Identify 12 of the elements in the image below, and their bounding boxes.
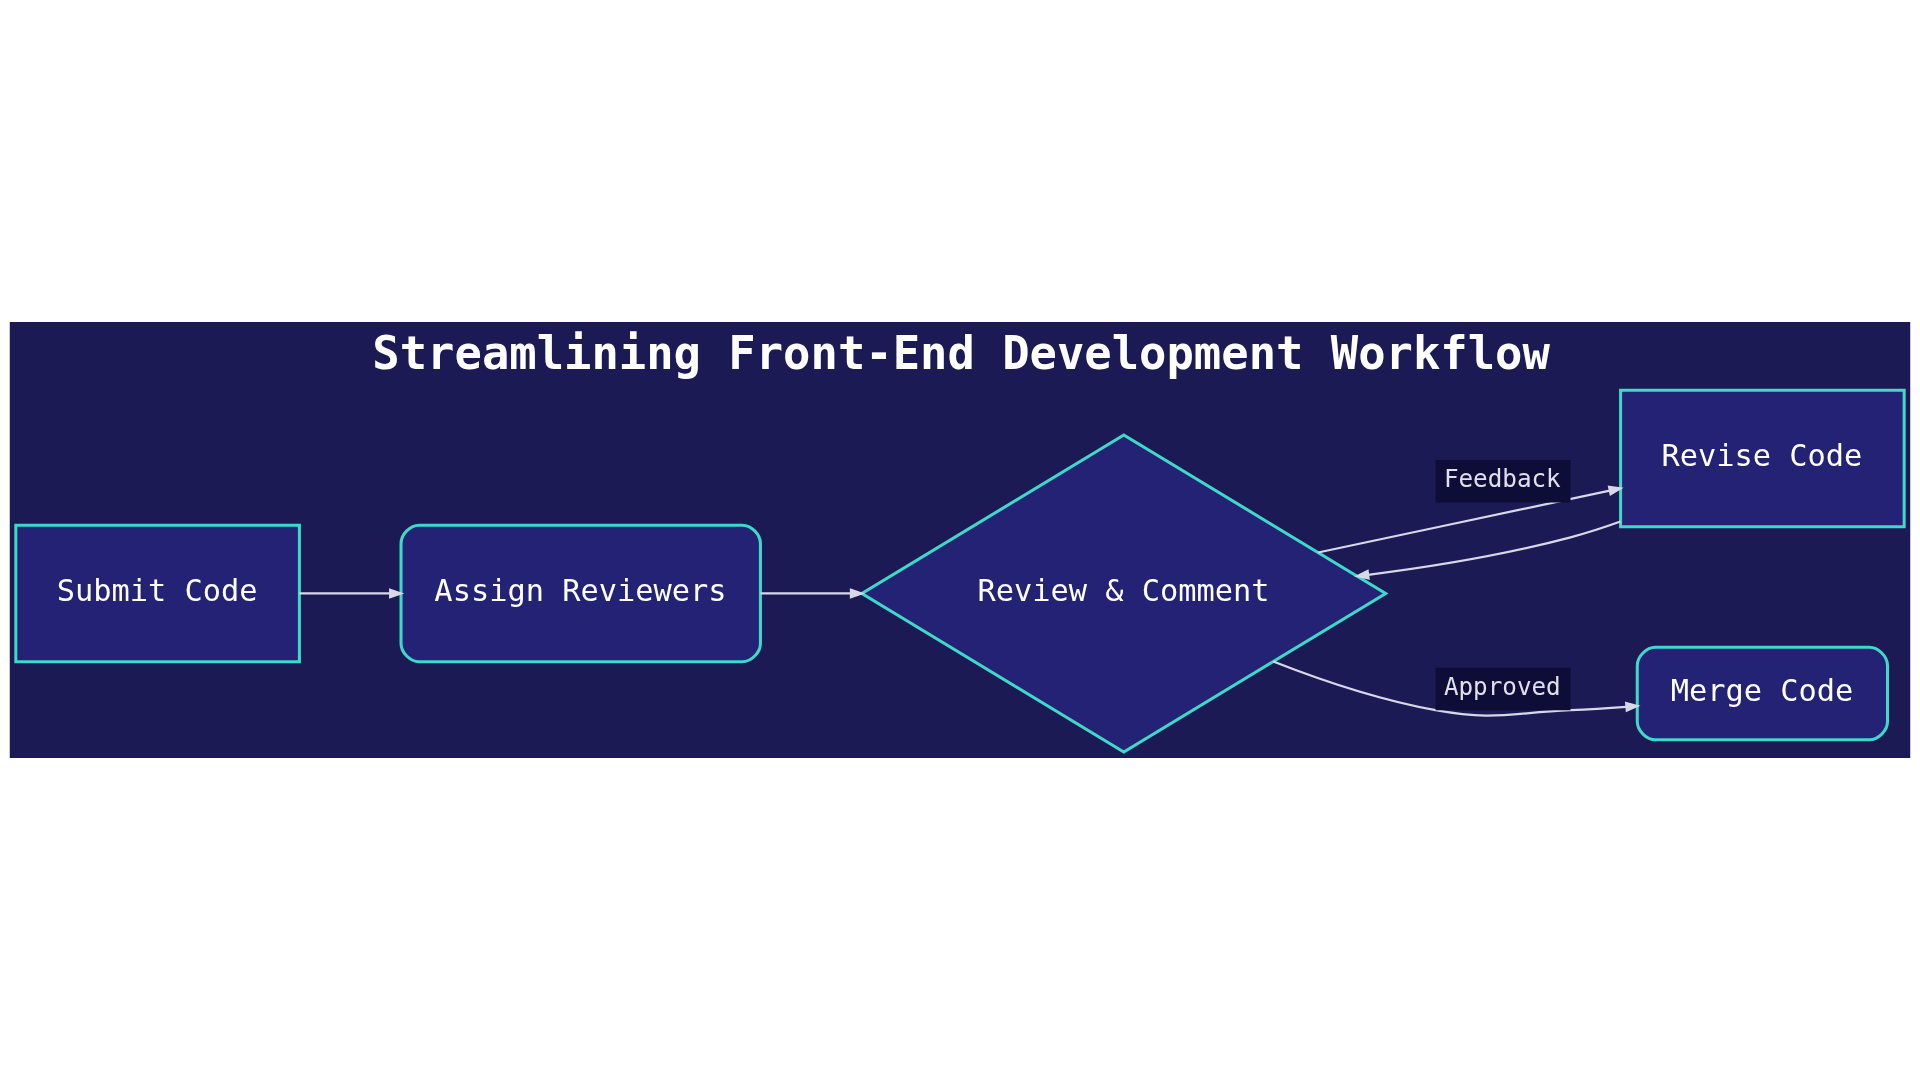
arrow xyxy=(1272,660,1641,717)
diagram-title: Streamlining Front-End Development Workflow xyxy=(372,327,1550,381)
arrow xyxy=(1317,485,1624,554)
edge-label: Approved xyxy=(1443,671,1561,701)
edge-label: Feedback xyxy=(1443,464,1561,493)
arrow xyxy=(760,588,866,599)
node-box: Submit Code xyxy=(14,523,301,664)
node-box: Assign Reviewers xyxy=(399,523,762,664)
node-box: Merge Code xyxy=(1635,645,1889,742)
arrow xyxy=(299,588,405,599)
arrow xyxy=(1354,520,1621,580)
node-box: Revise Code xyxy=(1619,388,1906,529)
